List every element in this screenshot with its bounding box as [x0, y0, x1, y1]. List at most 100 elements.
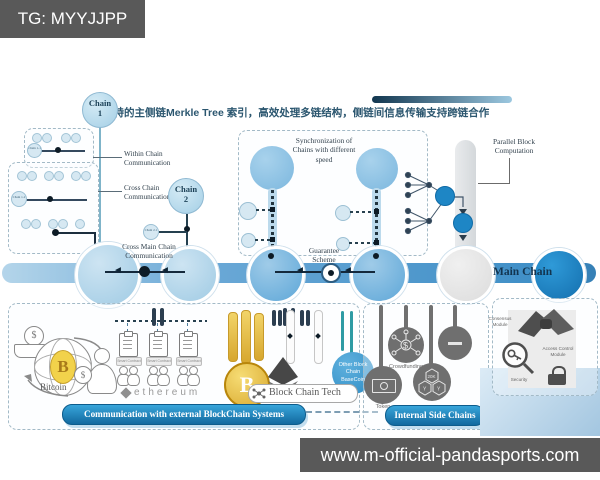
lollipop-stem — [379, 305, 383, 369]
guarantee-badge-icon — [321, 263, 341, 283]
person-body — [87, 364, 117, 394]
cross-chain-label: Cross Chain Communication — [124, 184, 171, 201]
block-node — [21, 219, 31, 229]
page-title: 独特的主侧链Merkle Tree 索引，高效处理多链结构，侧链间信息传输支持跨… — [103, 107, 490, 119]
chain2-stem — [186, 214, 188, 268]
teal-bar — [350, 311, 353, 356]
chain1-number: 1 — [97, 108, 103, 118]
dark-bar — [300, 310, 304, 326]
within-chain-label: Within Chain Communication — [124, 150, 171, 167]
main-chain-node-3 — [247, 246, 305, 304]
crowdfunding-icon: $ — [391, 329, 421, 356]
watermark-bottom-right: www.m-official-pandasports.com — [300, 438, 600, 472]
external-banner: Communication with external BlockChain S… — [62, 404, 306, 425]
chain2-node: Chain 2 — [168, 178, 204, 214]
sync-block-node — [241, 233, 256, 248]
chain2-number: 2 — [183, 194, 189, 204]
people-group-icon — [177, 366, 205, 386]
junction-dot — [139, 266, 150, 277]
sync-label: Synchronization of Chains with different… — [292, 136, 356, 164]
person-head — [94, 348, 110, 364]
gold-bar — [228, 312, 238, 362]
block-node — [75, 219, 85, 229]
dark-bar — [306, 310, 310, 326]
guarantee-label: Guarantee Scheme — [308, 246, 340, 265]
block-node — [58, 219, 68, 229]
blockchain-tech-label: Block Chain Tech — [269, 387, 341, 398]
arrow-left-icon: ◄ — [343, 265, 353, 276]
chain1-label: Chain — [88, 98, 112, 108]
block-node — [32, 133, 42, 143]
lollipop-stem — [404, 305, 408, 331]
dashed-connector — [306, 411, 378, 413]
junction-dot — [184, 226, 190, 232]
chain11-node: Chain 1-1 — [27, 143, 42, 158]
person-body — [127, 374, 140, 386]
arrow-left-icon: ◄ — [295, 265, 305, 276]
contract-label: Smart Contract — [116, 357, 142, 366]
minus-icon — [448, 342, 462, 345]
security-label: Security — [510, 377, 528, 382]
lollipop-stem — [453, 305, 457, 329]
smart-contract-icon — [149, 331, 168, 357]
person-body — [157, 374, 170, 386]
chain2-label: Chain — [174, 184, 198, 194]
people-group-icon — [117, 366, 145, 386]
hex-label-1: Y — [423, 387, 427, 393]
hexagons-icon: 20K Y Y — [418, 368, 446, 396]
dark-bar — [278, 310, 282, 326]
chain1-node: Chain 1 — [82, 92, 118, 128]
token-node — [364, 366, 402, 404]
merkle-fan-tree — [404, 171, 473, 241]
crowdfunding-node: $ — [388, 327, 424, 363]
within-chain-box: Chain 1-1 — [24, 128, 94, 168]
dotted-link — [255, 239, 270, 241]
junction-dot — [47, 196, 53, 202]
pause-bar — [152, 308, 156, 326]
access-control-label: Access Control Module — [542, 346, 574, 357]
dotted-link — [256, 209, 270, 211]
sync-block-node — [239, 202, 257, 220]
lollipop-stem — [429, 305, 433, 365]
dotted-link — [349, 242, 374, 244]
smart-contract-icon — [179, 331, 198, 357]
eth-chain-dotline — [115, 320, 207, 322]
dotted-link — [187, 323, 189, 332]
block-node — [31, 219, 41, 229]
gold-bar — [254, 313, 264, 361]
connector-line — [159, 231, 187, 233]
junction-dot — [270, 237, 275, 242]
chain21-node: Chain 2-1 — [143, 224, 159, 240]
bitcoin-symbol: B — [50, 350, 76, 384]
dotted-link — [157, 323, 159, 332]
dollar-coin-icon: $ — [74, 366, 92, 384]
badge-glyph — [328, 270, 334, 276]
junction-dot — [55, 147, 61, 153]
token-label: Token — [375, 404, 391, 410]
teal-bar — [341, 311, 344, 351]
main-chain-label: Main Chain — [493, 266, 553, 278]
block-node — [44, 171, 54, 181]
block-node — [42, 133, 52, 143]
arrow-left-icon: ◄ — [113, 265, 123, 276]
sidechain-big-node — [250, 146, 294, 190]
junction-dot — [268, 253, 274, 259]
sidechain-stem-dots — [271, 190, 274, 248]
internal-banner: Internal Side Chains — [385, 405, 485, 426]
people-group-icon — [147, 366, 175, 386]
bitcoin-label: Bitcoin — [40, 382, 67, 392]
magnifier-key-icon — [502, 342, 535, 375]
watermark-top-left: TG: MYYJJPP — [0, 0, 145, 38]
smart-contract-icon — [119, 331, 138, 357]
block-node — [48, 219, 58, 229]
person-body — [187, 374, 200, 386]
junction-dot — [374, 209, 379, 214]
crowdfunding-label: Crowdfunding — [389, 364, 423, 370]
banknote-icon — [372, 379, 396, 393]
contract-label: Smart Contract — [176, 357, 202, 366]
svg-text:$: $ — [403, 341, 408, 351]
main-chain-node-1 — [75, 242, 141, 308]
pause-bar — [283, 308, 287, 326]
dotted-link — [127, 323, 129, 332]
leader-line — [93, 157, 122, 158]
